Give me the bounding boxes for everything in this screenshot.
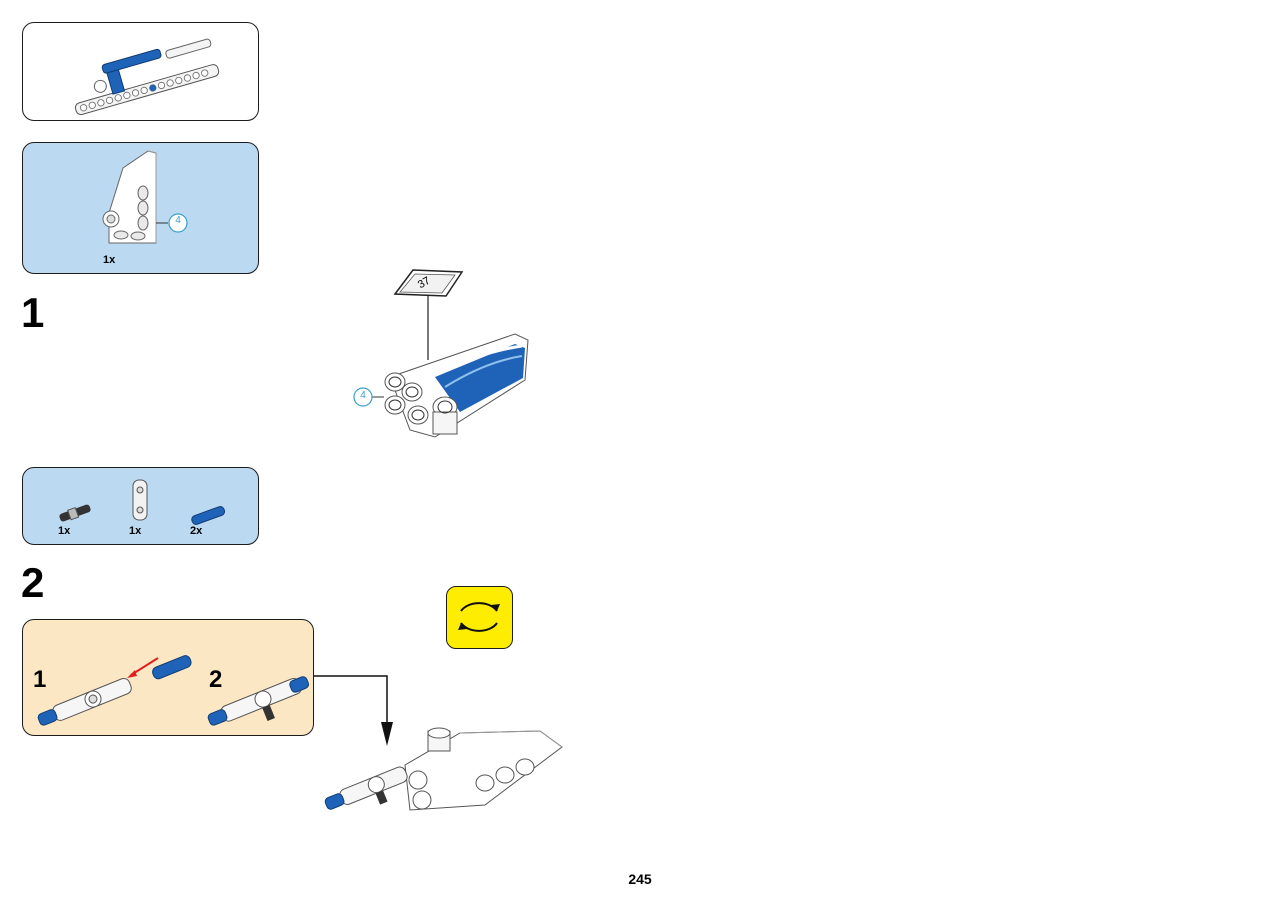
- rotate-model-icon: [446, 586, 513, 649]
- assembly-preview-illustration: [74, 38, 220, 116]
- parts-list-step-2: 1x 1x 2x: [22, 467, 259, 545]
- part-quantity: 1x: [103, 254, 116, 266]
- parts-list-step-1: 4 1x: [22, 142, 259, 274]
- part-quantity: 2x: [190, 525, 203, 537]
- subassembly-illustration: [37, 655, 310, 726]
- step-2-illustration: [324, 727, 563, 811]
- assembly-preview-box: [22, 22, 259, 121]
- step-1-callout-number: 4: [360, 390, 366, 401]
- part-quantity: 1x: [58, 525, 71, 537]
- part-callout-number: 4: [175, 215, 181, 226]
- substep-number: 1: [33, 666, 47, 693]
- part-quantity: 1x: [129, 525, 142, 537]
- parts-illustration: [59, 479, 226, 525]
- step-number: 1: [21, 289, 45, 336]
- substep-number: 2: [209, 666, 223, 693]
- step-number: 2: [21, 559, 45, 606]
- page-number: 245: [628, 871, 652, 887]
- step-1-illustration: [353, 269, 529, 438]
- part-panel-illustration: [102, 150, 188, 244]
- subassembly-box: 1 2: [22, 619, 314, 736]
